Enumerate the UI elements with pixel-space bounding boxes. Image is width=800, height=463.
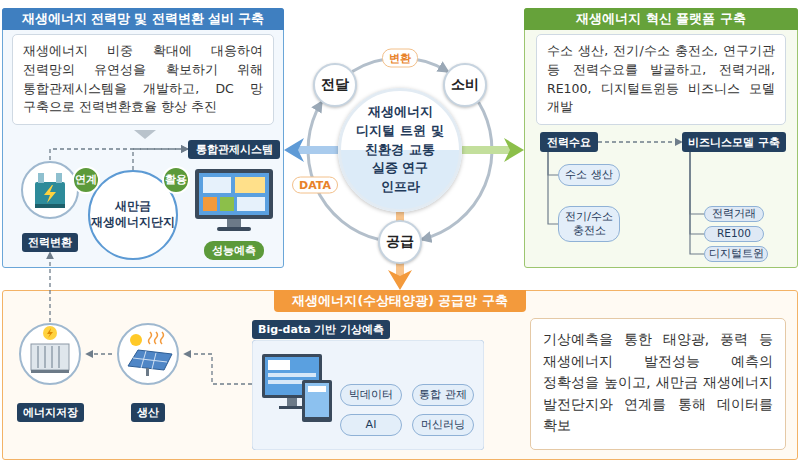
node-text: 연계 (75, 173, 97, 187)
panel: 재생에너지 전력망 및 전력변환 설비 구축재생에너지 비중 확대에 대응하여 … (2, 8, 284, 268)
hub-circle: 재생에너지 디지털 트윈 및 친환경 교통 실증 연구 인프라 (338, 88, 462, 212)
node-text: 기상예측을 통한 태양광, 풍력 등 재생에너지 발전성능 예측의 정확성을 높… (543, 329, 773, 437)
node-text: 전력거래 (712, 207, 756, 220)
header-box: 비즈니스모델 구축 (682, 132, 786, 152)
storage-icon (18, 322, 82, 386)
node-text: 전기/수소 충전소 (559, 210, 619, 238)
panel: 재생에너지 혁신 플랫폼 구축수소 생산, 전기/수소 충전소, 연구기관 등 … (524, 8, 798, 268)
node-text: RE100 (717, 227, 751, 240)
cycle-circle: 전달 (313, 63, 357, 107)
node-text: 빅데이터 (349, 388, 393, 402)
node-text: 전달 (321, 76, 349, 94)
node-text: AI (366, 418, 377, 432)
node-text: 전력수요 (547, 135, 591, 150)
text-box: 재생에너지 비중 확대에 대응하여 전력망의 유연성을 확보하기 위해 통합관제… (12, 34, 274, 125)
node-text: 소비 (451, 76, 479, 94)
pill-box: AI (340, 414, 402, 436)
node-text: 에너지저장 (17, 403, 84, 422)
pill-box: 통합 관제 (412, 384, 474, 406)
pill-box: 전력거래 (704, 206, 764, 222)
node-text: 비즈니스모델 구축 (688, 135, 780, 150)
converter-icon (20, 160, 80, 220)
badge-circle: 활용 (162, 166, 190, 194)
panel: 재생에너지(수상태양광) 공급망 구축에너지저장 생산 Big-data 기반 기상… (2, 290, 798, 460)
pill-box: 디지털트윈 (704, 246, 768, 262)
node-text: 공급 (386, 233, 414, 251)
cycle-circle: 공급 (378, 220, 422, 264)
node-text: 통합 관제 (419, 388, 467, 402)
cycle-circle: 소비 (443, 63, 487, 107)
monitor-node: Big-data 기반 기상예측빅데이터 통합 관제 AI 머신러닝 (252, 318, 484, 452)
pill-box: 머신러닝 (412, 414, 474, 436)
node-subtext: 성능예측 (204, 241, 264, 260)
node-text: 생산 (131, 403, 165, 422)
node-text: Big-data 기반 기상예측 (252, 320, 390, 339)
node-text: 재생에너지 전력망 및 전력변환 설비 구축 (2, 8, 284, 30)
node-text: 재생에너지 비중 확대에 대응하여 전력망의 유연성을 확보하기 위해 통합관제… (23, 42, 263, 117)
icon-node: 에너지저장 (14, 322, 86, 422)
node-text: 새만금 재생에너지단지 (91, 199, 175, 230)
monitor-icon (193, 167, 275, 233)
node-text: 전력변환 (22, 233, 78, 252)
node-text: 수소 생산, 전기/수소 충전소, 연구기관 등 전력수요를 발굴하고, 전력거… (547, 42, 775, 117)
badge-circle: 연계 (72, 166, 100, 194)
node-text: 재생에너지(수상태양광) 공급망 구축 (274, 290, 525, 312)
header-box: 전력수요 (540, 132, 598, 152)
node-text: 활용 (165, 173, 187, 187)
text-box: 수소 생산, 전기/수소 충전소, 연구기관 등 전력수요를 발굴하고, 전력거… (536, 34, 786, 125)
edge-label: DATA (292, 177, 338, 194)
node-text: 통합관제시스템 (188, 140, 280, 159)
pill-box: 전기/수소 충전소 (558, 206, 620, 242)
icon-node: 생산 (112, 322, 184, 422)
pill-box: 수소 생산 (558, 164, 620, 186)
node-text: 수소 생산 (565, 168, 613, 182)
connector (462, 146, 514, 154)
node-text: 재생에너지 디지털 트윈 및 친환경 교통 실증 연구 인프라 (351, 103, 449, 197)
connector (294, 146, 338, 154)
edge-label: 변환 (382, 49, 418, 68)
node-text: 디지털트윈 (709, 247, 764, 260)
monitor-node: 통합관제시스템성능예측 (188, 140, 280, 260)
pill-box: 빅데이터 (340, 384, 402, 406)
node-text: 재생에너지 혁신 플랫폼 구축 (524, 8, 798, 30)
solar-icon (116, 322, 180, 386)
pill-box: RE100 (704, 226, 764, 242)
node-text: 머신러닝 (421, 418, 465, 432)
text-box: 기상예측을 통한 태양광, 풍력 등 재생에너지 발전성능 예측의 정확성을 높… (530, 318, 786, 450)
